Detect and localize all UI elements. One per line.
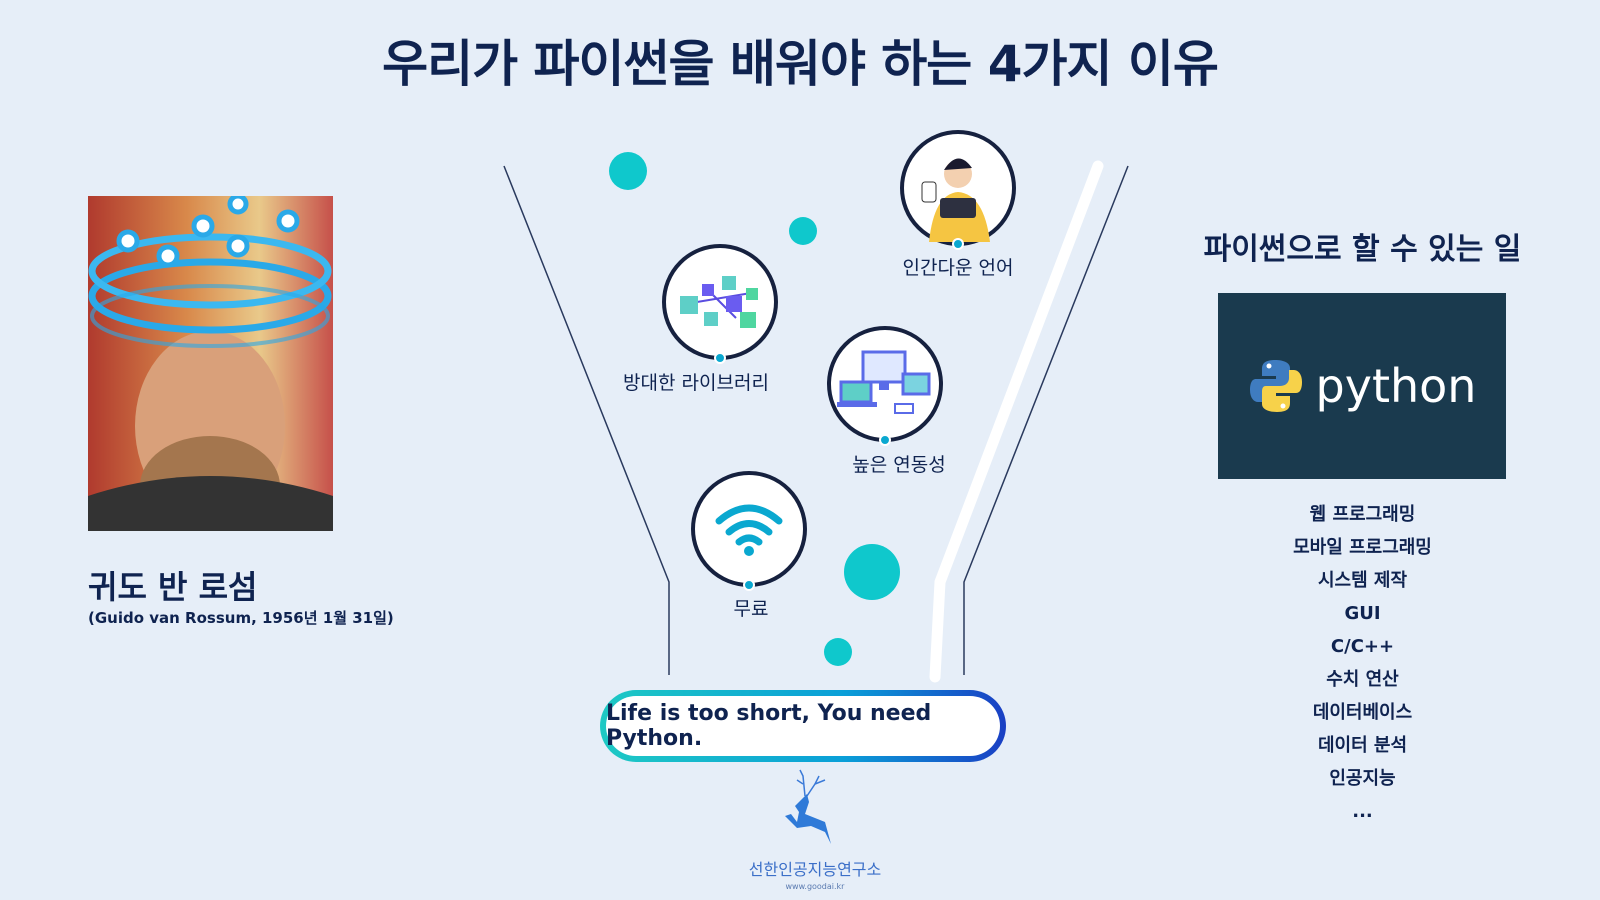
reason-label: 높은 연동성 bbox=[852, 454, 946, 476]
slogan-pill: Life is too short, You need Python. bbox=[600, 690, 1006, 762]
guido-photo bbox=[88, 196, 333, 531]
use-item: C/C++ bbox=[1330, 636, 1395, 657]
use-item: 시스템 제작 bbox=[1317, 570, 1408, 591]
use-item: 웹 프로그래밍 bbox=[1309, 504, 1416, 525]
org-name: 선한인공지능연구소 bbox=[748, 860, 882, 879]
library-blocks-icon bbox=[680, 276, 758, 328]
python-logo-image: python bbox=[1218, 293, 1506, 479]
uses-heading: 파이썬으로 할 수 있는 일 bbox=[1203, 232, 1522, 267]
wifi-icon bbox=[715, 504, 783, 556]
reason-label: 방대한 라이브러리 bbox=[623, 372, 769, 394]
teal-dot bbox=[609, 152, 647, 190]
uses-list: 웹 프로그래밍 모바일 프로그래밍 시스템 제작 GUI C/C++ 수치 연산… bbox=[1160, 498, 1565, 828]
teal-dot bbox=[824, 638, 852, 666]
devices-connectivity-icon bbox=[837, 350, 931, 414]
reason-library bbox=[662, 244, 778, 364]
use-item: ... bbox=[1352, 801, 1373, 822]
person-detail: (Guido van Rossum, 1956년 1월 31일) bbox=[88, 609, 394, 627]
org-url[interactable]: www.goodai.kr bbox=[785, 882, 845, 891]
teal-dot bbox=[844, 544, 900, 600]
use-item: GUI bbox=[1344, 603, 1381, 624]
reason-human-language bbox=[900, 130, 1016, 250]
funnel-right-line bbox=[963, 165, 1129, 675]
person-tablet-icon bbox=[921, 158, 990, 242]
use-item: 데이터베이스 bbox=[1312, 702, 1413, 723]
reason-connectivity bbox=[827, 326, 943, 446]
python-logo-icon bbox=[1249, 360, 1302, 412]
use-item: 수치 연산 bbox=[1326, 669, 1399, 690]
teal-dot bbox=[789, 217, 817, 245]
person-name: 귀도 반 로섬 bbox=[88, 568, 258, 606]
slogan-text: Life is too short, You need Python. bbox=[606, 696, 1000, 756]
reason-free bbox=[691, 471, 807, 591]
python-logo-text: python bbox=[1315, 359, 1477, 413]
funnel-highlight bbox=[929, 160, 1104, 683]
use-item: 데이터 분석 bbox=[1317, 735, 1408, 756]
reason-label: 무료 bbox=[733, 598, 769, 620]
page-title: 우리가 파이썬을 배워야 하는 4가지 이유 bbox=[382, 35, 1219, 93]
funnel-left-line bbox=[503, 165, 670, 675]
reason-label: 인간다운 언어 bbox=[902, 257, 1014, 279]
use-item: 모바일 프로그래밍 bbox=[1293, 537, 1432, 558]
deer-logo bbox=[785, 769, 831, 844]
use-item: 인공지능 bbox=[1329, 768, 1396, 789]
